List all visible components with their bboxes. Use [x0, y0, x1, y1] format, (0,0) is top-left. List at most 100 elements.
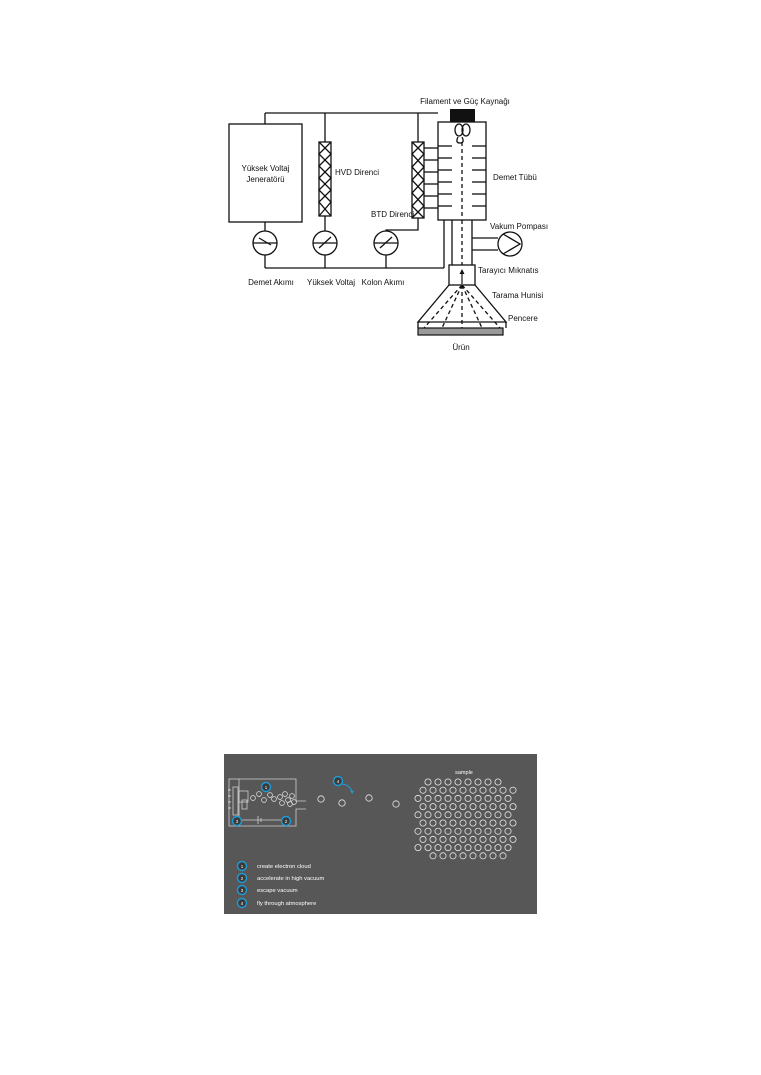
sample-atom [459, 819, 467, 827]
sample-atom [449, 852, 457, 860]
vacuum-chamber-outline [239, 778, 306, 802]
sample-atom [494, 811, 502, 819]
hvd-resistor-label: HVD Direnci [335, 168, 379, 177]
chamber-electron [282, 791, 288, 797]
sample-atom [489, 803, 497, 811]
sample-atom [454, 778, 462, 786]
sample-atom [484, 811, 492, 819]
sample-atom [474, 794, 482, 802]
sample-atom [434, 778, 442, 786]
sample-atom [444, 778, 452, 786]
sample-atom [499, 819, 507, 827]
sample-atom [469, 803, 477, 811]
sample-atom [449, 786, 457, 794]
sample-atom [479, 803, 487, 811]
sample-atom [454, 811, 462, 819]
sample-atom [479, 835, 487, 843]
scanning-magnet-label: Tarayıcı Mıknatıs [478, 266, 538, 275]
gun-housing [228, 778, 240, 827]
sample-atom [494, 844, 502, 852]
step-badge-4 [332, 775, 344, 787]
pump-arrow [502, 233, 522, 255]
sample-atom [424, 794, 432, 802]
sample-atom [504, 794, 512, 802]
sample-atom [439, 835, 447, 843]
chamber-electron [277, 794, 283, 800]
filament-tip [456, 136, 464, 144]
sample-atom [429, 852, 437, 860]
sample-atom [479, 852, 487, 860]
sample-atom [484, 844, 492, 852]
sample-atom [419, 786, 427, 794]
btd-zigzag-a [411, 141, 425, 219]
sample-atom [474, 844, 482, 852]
sample-atom [484, 778, 492, 786]
sample-atom [499, 786, 507, 794]
chamber-electron [256, 791, 262, 797]
sample-atom [464, 794, 472, 802]
chamber-electron [261, 797, 267, 803]
sample-atom [489, 819, 497, 827]
sample-atom [454, 827, 462, 835]
vacuum-pump-label: Vakum Pompası [490, 222, 548, 231]
legend-badge-3-number: 3 [241, 888, 244, 893]
flight-arrowhead [350, 790, 354, 794]
sample-atom [499, 835, 507, 843]
escaping-electron [338, 799, 346, 807]
legend-step-3: escape vacuum [257, 888, 298, 894]
step-badge-3 [231, 815, 243, 827]
step-badge-4-number: 4 [337, 779, 340, 784]
sample-atom [419, 835, 427, 843]
sample-atom [424, 811, 432, 819]
sample-atom [504, 811, 512, 819]
sample-atom [429, 803, 437, 811]
escaping-electron [392, 800, 400, 808]
sample-atom [454, 794, 462, 802]
chamber-electron [271, 796, 277, 802]
sample-atom [454, 844, 462, 852]
sample-label: sample [455, 770, 473, 776]
sample-atom [494, 827, 502, 835]
sample-atom [474, 778, 482, 786]
sample-atom [474, 811, 482, 819]
step-badge-2-number: 2 [285, 819, 288, 824]
scan-ray [461, 284, 501, 329]
btd-zigzag-b [411, 141, 425, 219]
scan-ray [461, 284, 483, 329]
beam-meter-needle [258, 237, 272, 246]
sample-atom [459, 852, 467, 860]
beam-current-label: Demet Akımı [248, 278, 294, 287]
sample-atom [469, 819, 477, 827]
sample-atom [459, 835, 467, 843]
sample-atom [474, 827, 482, 835]
sample-atom [424, 844, 432, 852]
sample-atom [464, 844, 472, 852]
legend-step-1: create electron cloud [257, 864, 311, 870]
column-current-label: Kolon Akımı [362, 278, 405, 287]
sample-atom [414, 794, 422, 802]
sample-atom [444, 844, 452, 852]
sample-atom [459, 786, 467, 794]
chamber-electrons [250, 791, 297, 807]
accelerator-schematic: Filament ve Güç Kaynağı Yüksek Voltaj Je… [228, 97, 548, 352]
legend-step-4: fly through atmosphere [257, 901, 316, 907]
sample-atom [504, 844, 512, 852]
legend-badge-1 [236, 860, 248, 872]
sample-atom [414, 827, 422, 835]
sample-atom [414, 844, 422, 852]
btd-resistor [411, 141, 425, 219]
legend-badge-2-number: 2 [241, 876, 244, 881]
sample-atom [484, 827, 492, 835]
gun-grid [238, 790, 249, 803]
scan-ray [441, 284, 463, 329]
step-badge-1 [260, 781, 272, 793]
sample-atom [459, 803, 467, 811]
sample-atom [509, 835, 517, 843]
electron-process-panel: sample 1 2 3 4 1 create electron cloud 2… [224, 754, 537, 914]
product-bar [417, 327, 504, 336]
sample-atom [439, 852, 447, 860]
chamber-electron [279, 800, 285, 806]
sample-atom [489, 786, 497, 794]
chamber-electron [289, 793, 295, 799]
chamber-electron [291, 799, 297, 805]
